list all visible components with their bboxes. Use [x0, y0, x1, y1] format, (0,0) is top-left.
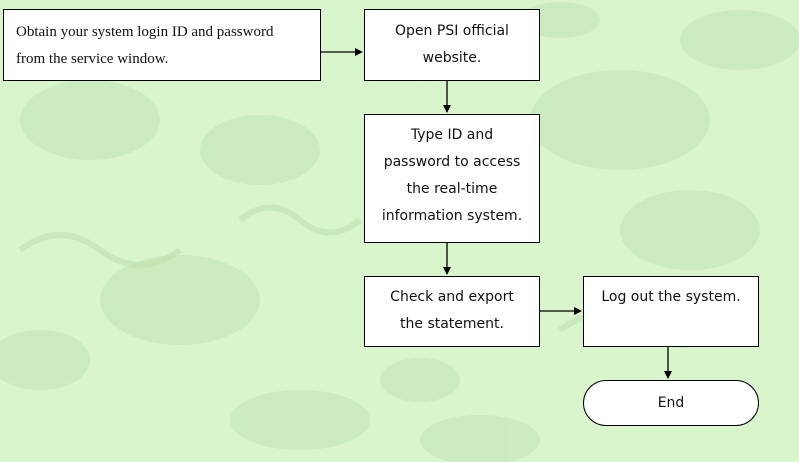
step-open-website-text: Open PSI official website.	[395, 23, 509, 66]
step-log-out-text: Log out the system.	[601, 289, 741, 305]
step-obtain-login-text: Obtain your system login ID and password…	[16, 24, 274, 67]
end-terminal-label: End	[657, 395, 685, 411]
step-type-credentials: Type ID and password to access the real-…	[364, 114, 540, 243]
step-check-export: Check and export the statement.	[364, 276, 540, 347]
step-type-credentials-text: Type ID and password to access the real-…	[381, 127, 523, 224]
step-log-out: Log out the system.	[583, 276, 759, 347]
end-terminal: End	[583, 380, 759, 426]
step-open-website: Open PSI official website.	[364, 9, 540, 81]
step-obtain-login: Obtain your system login ID and password…	[3, 9, 321, 81]
step-check-export-text: Check and export the statement.	[390, 289, 514, 332]
